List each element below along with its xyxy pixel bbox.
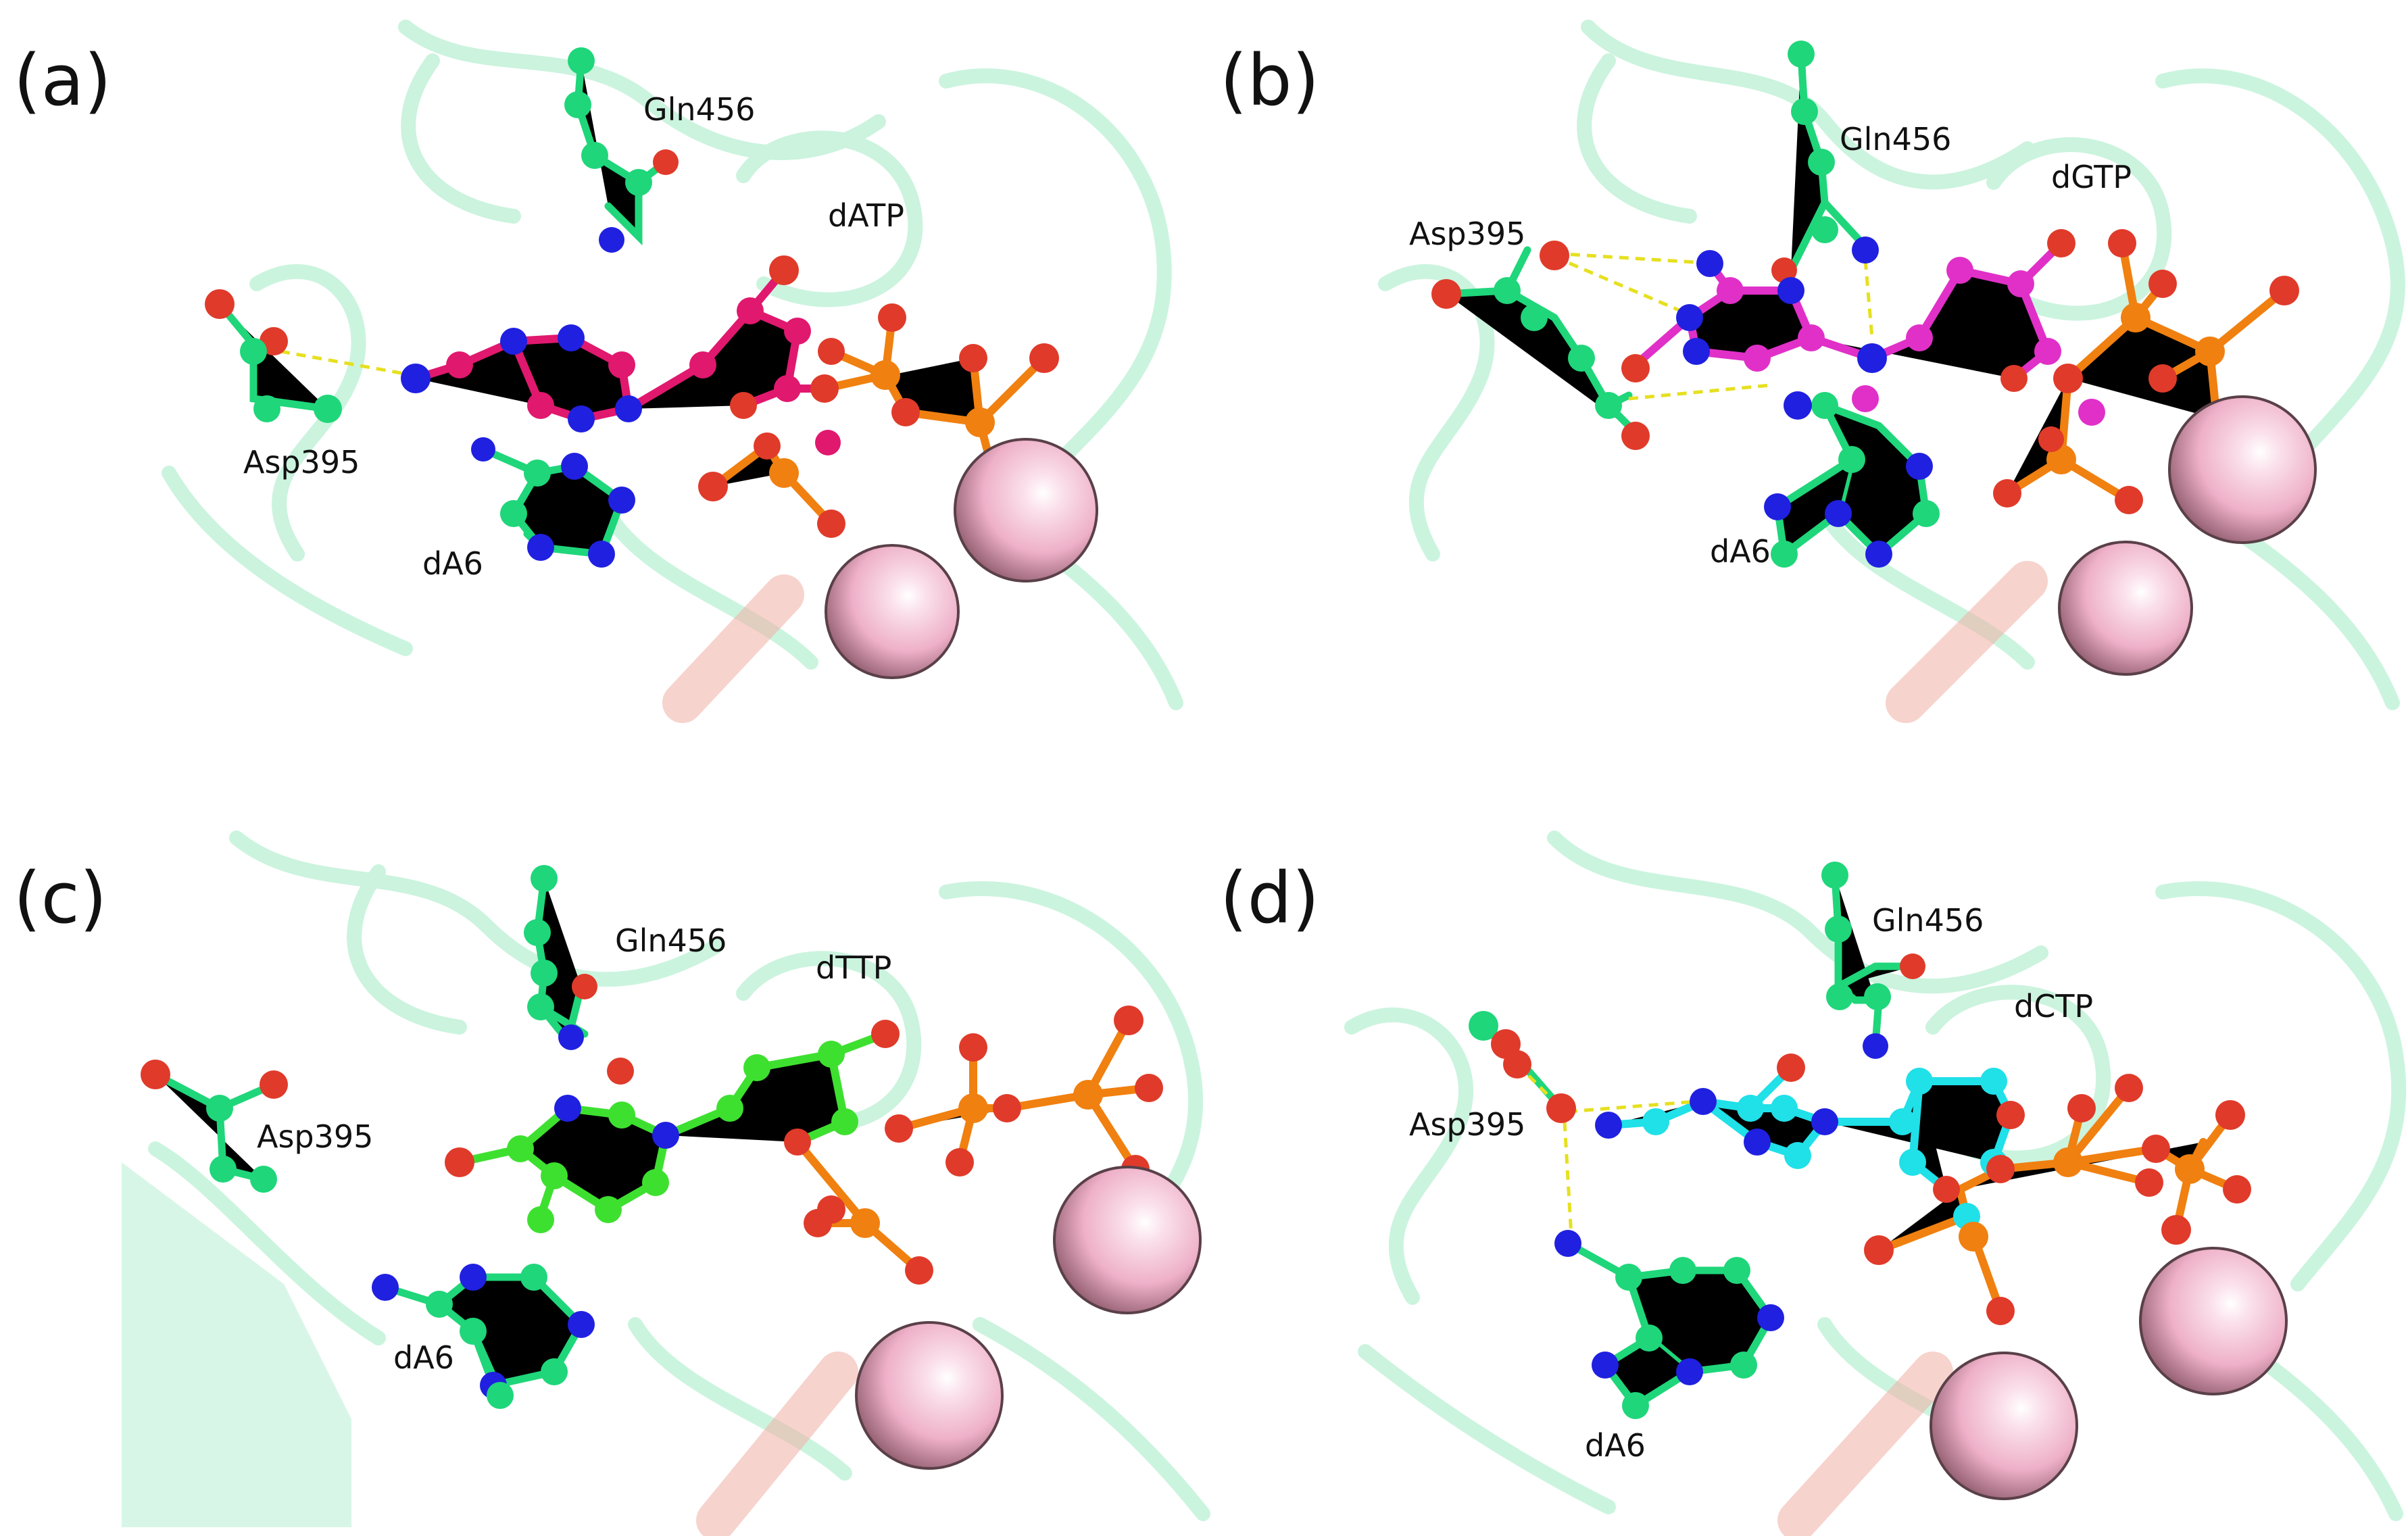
residue-label: Gln456: [643, 91, 755, 128]
atoms: [1469, 862, 2251, 1419]
panel-label: (c): [14, 857, 107, 939]
residue-label: Asp395: [1409, 216, 1525, 252]
residue-label: Gln456: [1872, 902, 1984, 939]
panel-a: (a) Gln456 dATP Asp395 dA6: [14, 20, 1189, 723]
hbond: [280, 349, 413, 377]
ligand-label: dATP: [828, 197, 904, 234]
hbonds: [1554, 251, 1874, 401]
residue-label: dA6: [393, 1339, 454, 1376]
atoms: [205, 47, 1059, 568]
protein-ribbon: [1378, 20, 2405, 710]
panel-c: (c) Gln456 dTTP Asp395 dA6: [14, 831, 1230, 1536]
helix-rod: [1886, 561, 2048, 723]
residue-label: Asp395: [243, 444, 360, 480]
atoms: [1431, 41, 2299, 568]
helix-rod: [662, 574, 804, 723]
residue-label: Asp395: [257, 1118, 373, 1155]
ligand-label: dGTP: [2051, 159, 2132, 195]
helix-rod: [1777, 1352, 1953, 1536]
residue-label: dA6: [1585, 1427, 1646, 1464]
residue-label: Gln456: [615, 922, 727, 959]
residue-label: Asp395: [1409, 1106, 1525, 1143]
metal-ion: [2058, 541, 2193, 676]
panel-b: (b) Gln456 dGTP Asp395 dA6: [1220, 20, 2406, 723]
panel-c-background: [122, 831, 1230, 1527]
residue-label: dA6: [1710, 533, 1771, 570]
panel-d: (d) Gln456 dCTP Asp395 dA6: [1220, 831, 2407, 1536]
panel-label: (a): [14, 39, 112, 122]
panel-label: (b): [1220, 39, 1319, 122]
ligand-label: dCTP: [2014, 988, 2093, 1024]
residue-label: dA6: [422, 545, 483, 582]
metal-ion: [2139, 1247, 2288, 1395]
metal-ion: [2168, 395, 2317, 544]
atoms: [141, 865, 1163, 1409]
ligand-label: dTTP: [816, 949, 891, 986]
residue-label: Gln456: [1840, 121, 1951, 157]
helix-rod: [696, 1352, 858, 1536]
metal-ion: [954, 438, 1098, 583]
protein-ribbon: [162, 20, 1183, 710]
beta-sheet: [122, 1162, 351, 1527]
metal-ion: [825, 544, 960, 679]
metal-ion: [855, 1321, 1004, 1470]
panel-label: (d): [1220, 857, 1319, 939]
metal-ion: [1053, 1166, 1202, 1314]
metal-ion: [1930, 1352, 2078, 1500]
